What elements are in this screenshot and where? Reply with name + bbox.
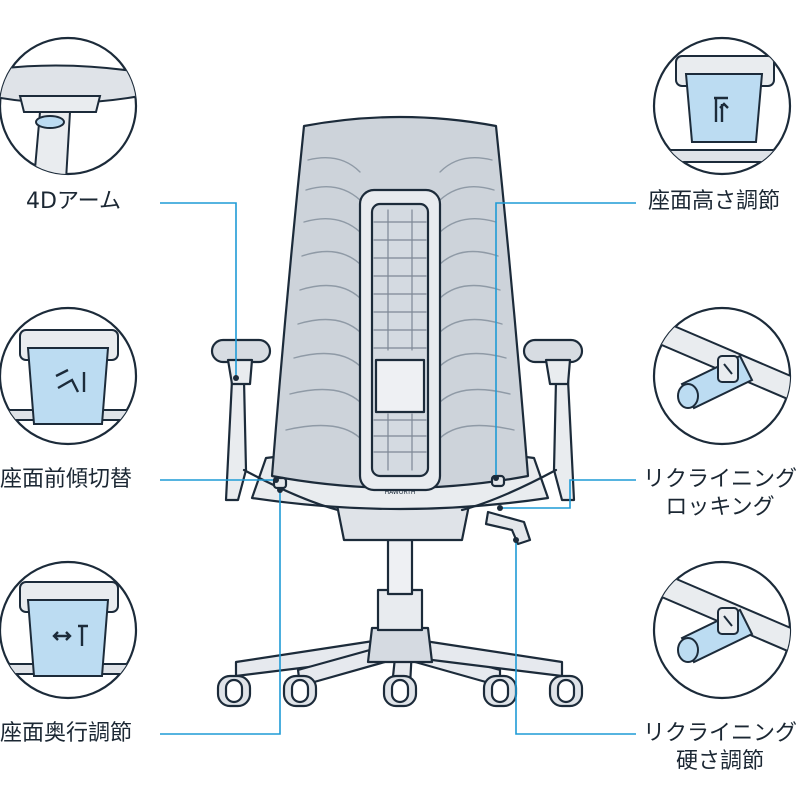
label-seat-height: 座面高さ調節: [648, 189, 781, 214]
label-recline-lock-line1: リクライニング: [642, 467, 797, 492]
armrests: [210, 338, 584, 512]
label-recline-lock-line2: ロッキング: [665, 495, 775, 520]
recline-tension-knob-icon: [677, 607, 754, 664]
seat-height-lever-icon: [684, 73, 764, 143]
office-chair: [210, 115, 584, 708]
label-recline-tension: リクライニング 硬さ調節: [640, 720, 800, 776]
leader-recline-lock: [500, 479, 636, 509]
detail-seat-height: [652, 36, 792, 176]
detail-arm: [0, 36, 138, 176]
label-recline-lock: リクライニング ロッキング: [640, 466, 800, 522]
detail-recline-lock: [652, 306, 792, 446]
detail-recline-tension: [652, 560, 792, 700]
leader-seat-depth: [160, 490, 281, 735]
arm-adjust-detail-icon: [35, 115, 65, 129]
chair-base: [234, 588, 564, 688]
leader-recline-tension: [515, 540, 636, 735]
label-recline-tension-line2: 硬さ調節: [675, 749, 764, 774]
brand-mark: HAWORTH: [385, 489, 416, 496]
caster-wheels: [216, 674, 584, 708]
label-seat-depth: 座面奥行調節: [0, 721, 133, 746]
backrest-ribs: [285, 157, 515, 439]
recline-lock-knob-icon: [677, 354, 754, 410]
backrest-spine: [358, 188, 442, 492]
leader-lines: [160, 202, 636, 735]
detail-tilt-switch: [0, 306, 138, 446]
gas-cylinder: [386, 538, 414, 596]
leader-seat-height: [495, 202, 636, 478]
leader-arm: [160, 202, 237, 378]
label-4d-arm: 4Dアーム: [26, 189, 121, 214]
seat-depth-lever-icon: [26, 599, 110, 677]
label-tilt-switch: 座面前傾切替: [0, 467, 133, 492]
leader-dots: [233, 375, 519, 543]
seat-tilt-lever-icon: [26, 347, 110, 425]
label-recline-tension-line1: リクライニング: [642, 721, 797, 746]
detail-seat-depth: [0, 560, 138, 700]
